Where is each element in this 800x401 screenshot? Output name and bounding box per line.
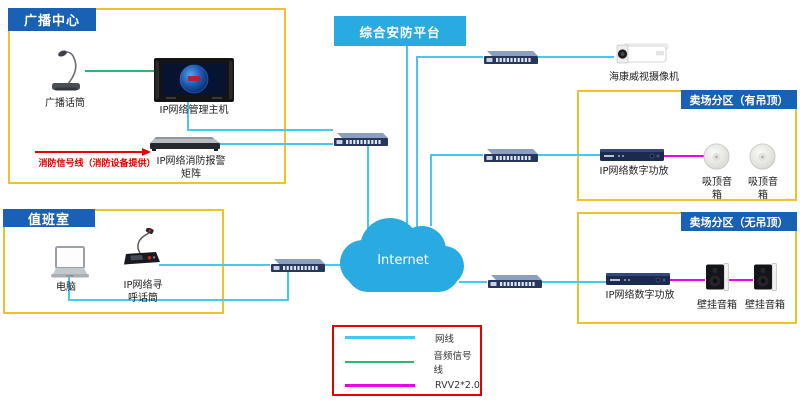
region-title-zone-without-ceiling: 卖场分区（无吊顶） bbox=[681, 212, 797, 231]
wall-speaker-label: 壁挂音箱 bbox=[745, 300, 785, 311]
network-cable bbox=[187, 100, 189, 130]
legend-label: 网线 bbox=[435, 333, 455, 345]
computer-laptop-icon bbox=[50, 246, 90, 284]
ip-management-host-icon bbox=[154, 58, 234, 106]
broadcast-microphone-icon bbox=[44, 46, 86, 100]
internet-label: Internet bbox=[377, 253, 429, 268]
network-cable bbox=[416, 56, 418, 232]
network-cable bbox=[68, 299, 289, 301]
cloud-shape bbox=[346, 248, 460, 292]
fire-signal-cable bbox=[35, 151, 143, 153]
network-cable bbox=[324, 264, 354, 266]
legend-label: RVV2*2.0 bbox=[435, 379, 480, 391]
region-zone-with-ceiling: 卖场分区（有吊顶） bbox=[577, 90, 797, 201]
digital-amplifier-icon bbox=[600, 147, 664, 167]
network-cable bbox=[187, 129, 333, 131]
network-cable bbox=[159, 264, 270, 266]
legend: 网线 音频信号线 RVV2*2.0 bbox=[332, 325, 482, 396]
paging-microphone-icon bbox=[122, 227, 162, 274]
region-title-broadcast-center: 广播中心 bbox=[8, 8, 96, 31]
ceiling-speaker-label-line2: 箱 bbox=[758, 190, 768, 201]
legend-item-network-cable: 网线 bbox=[334, 331, 480, 345]
region-title-text: 值班室 bbox=[27, 212, 70, 228]
speaker-cable bbox=[663, 155, 704, 157]
ceiling-speaker-label-line2: 箱 bbox=[712, 190, 722, 201]
audio-cable-swatch-icon bbox=[345, 361, 414, 363]
region-title-text: 卖场分区（无吊顶） bbox=[689, 215, 789, 229]
network-cable bbox=[416, 56, 483, 58]
region-title-zone-with-ceiling: 卖场分区（有吊顶） bbox=[681, 90, 797, 109]
cctv-camera-label: 海康威视摄像机 bbox=[609, 72, 679, 83]
speaker-cable bbox=[729, 279, 753, 281]
fire-signal-arrowhead-icon bbox=[142, 148, 151, 156]
region-zone-without-ceiling: 卖场分区（无吊顶） bbox=[577, 212, 797, 324]
network-cable-swatch-icon bbox=[345, 336, 415, 339]
wall-speaker-icon bbox=[752, 262, 779, 297]
network-cable bbox=[459, 281, 487, 283]
network-cable bbox=[430, 154, 432, 226]
network-cable bbox=[406, 46, 408, 234]
digital-amplifier-label: IP网络数字功放 bbox=[599, 166, 669, 177]
network-switch-icon bbox=[269, 257, 325, 278]
legend-item-speaker-cable: RVV2*2.0 bbox=[334, 380, 480, 391]
network-switch-icon bbox=[482, 147, 538, 168]
network-cable bbox=[367, 146, 369, 240]
internet-cloud: Internet bbox=[340, 218, 466, 294]
legend-label: 音频信号线 bbox=[433, 351, 472, 376]
network-cable bbox=[68, 277, 70, 301]
digital-amplifier-label: IP网络数字功放 bbox=[605, 290, 675, 301]
audio-signal-cable bbox=[85, 70, 155, 72]
security-platform-label: 综合安防平台 bbox=[359, 24, 441, 40]
ip-management-host-label: IP网络管理主机 bbox=[159, 105, 229, 116]
paging-microphone-label: IP网络寻 呼话筒 bbox=[124, 279, 163, 305]
network-cable bbox=[219, 143, 333, 145]
wall-speaker-label: 壁挂音箱 bbox=[697, 300, 737, 311]
ceiling-speaker-icon bbox=[749, 143, 776, 174]
region-title-text: 广播中心 bbox=[23, 14, 80, 29]
security-platform-node: 综合安防平台 bbox=[334, 16, 466, 46]
legend-item-audio-cable: 音频信号线 bbox=[334, 348, 480, 376]
network-switch-icon bbox=[482, 49, 538, 70]
fire-alarm-matrix-label: IP网络消防报警 矩阵 bbox=[157, 155, 226, 181]
paging-microphone-label-line1: IP网络寻 bbox=[123, 280, 163, 291]
broadcast-microphone-label: 广播话筒 bbox=[45, 98, 85, 109]
paging-microphone-label-line2: 呼话筒 bbox=[127, 293, 158, 304]
computer-label: 电脑 bbox=[56, 282, 76, 293]
network-cable bbox=[287, 272, 289, 301]
fire-alarm-matrix-label-line2: 矩阵 bbox=[180, 169, 201, 180]
fire-signal-annotation: 消防信号线（消防设备提供） bbox=[38, 159, 156, 169]
fire-alarm-matrix-label-line1: IP网络消防报警 bbox=[156, 156, 226, 167]
speaker-cable-swatch-icon bbox=[345, 383, 415, 387]
region-duty-room: 值班室 bbox=[3, 209, 224, 314]
ceiling-speaker-label-line1: 吸顶音 bbox=[702, 177, 732, 188]
network-cable bbox=[541, 281, 607, 283]
wall-speaker-icon bbox=[704, 262, 731, 297]
region-title-text: 卖场分区（有吊顶） bbox=[689, 93, 789, 107]
network-cable bbox=[538, 56, 614, 58]
network-cable bbox=[537, 154, 601, 156]
region-title-duty-room: 值班室 bbox=[3, 209, 95, 228]
network-switch-icon bbox=[486, 273, 542, 294]
cctv-camera-icon bbox=[612, 40, 670, 74]
network-switch-icon bbox=[332, 131, 388, 152]
ceiling-speaker-icon bbox=[703, 143, 730, 174]
speaker-cable bbox=[669, 279, 705, 281]
ceiling-speaker-label-line1: 吸顶音 bbox=[748, 177, 778, 188]
digital-amplifier-icon bbox=[606, 271, 670, 291]
network-cable bbox=[430, 154, 483, 156]
ceiling-speaker-label: 吸顶音 箱 bbox=[748, 176, 778, 202]
ceiling-speaker-label: 吸顶音 箱 bbox=[702, 176, 732, 202]
fire-alarm-matrix-icon bbox=[150, 134, 220, 156]
